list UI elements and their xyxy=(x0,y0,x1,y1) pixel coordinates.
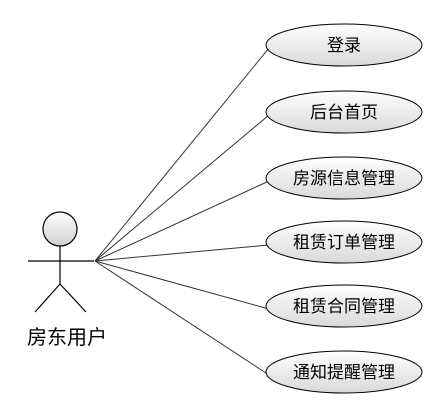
association-line xyxy=(94,180,270,262)
use-case-ellipse xyxy=(265,350,423,394)
use-case: 通知提醒管理 xyxy=(265,350,423,394)
use-case: 房源信息管理 xyxy=(265,156,423,200)
use-case-label: 租赁订单管理 xyxy=(293,233,395,253)
actor-right-leg xyxy=(59,283,87,313)
association-lines xyxy=(94,47,270,376)
use-case-ellipse xyxy=(265,90,423,134)
actor-head xyxy=(42,211,78,247)
use-case: 租赁订单管理 xyxy=(265,220,423,264)
actor-landlord: 房东用户 xyxy=(27,211,107,349)
use-case-label: 通知提醒管理 xyxy=(293,363,395,383)
use-case-label: 房源信息管理 xyxy=(293,169,395,189)
association-line xyxy=(94,114,270,262)
use-case-ellipse xyxy=(265,220,423,264)
use-case-ellipse xyxy=(265,284,423,328)
use-case-ellipse xyxy=(265,156,423,200)
association-line xyxy=(94,244,270,262)
actor-label: 房东用户 xyxy=(27,325,107,349)
use-case: 后台首页 xyxy=(265,90,423,134)
association-line xyxy=(94,260,270,376)
use-case-label: 后台首页 xyxy=(310,103,378,123)
use-case-ellipse xyxy=(265,23,423,67)
use-case: 租赁合同管理 xyxy=(265,284,423,328)
association-line xyxy=(94,260,270,310)
use-case-label: 租赁合同管理 xyxy=(293,297,395,317)
actor-left-leg xyxy=(34,283,61,313)
use-case-label: 登录 xyxy=(327,36,361,56)
use-case: 登录 xyxy=(265,23,423,67)
association-line xyxy=(94,47,270,262)
